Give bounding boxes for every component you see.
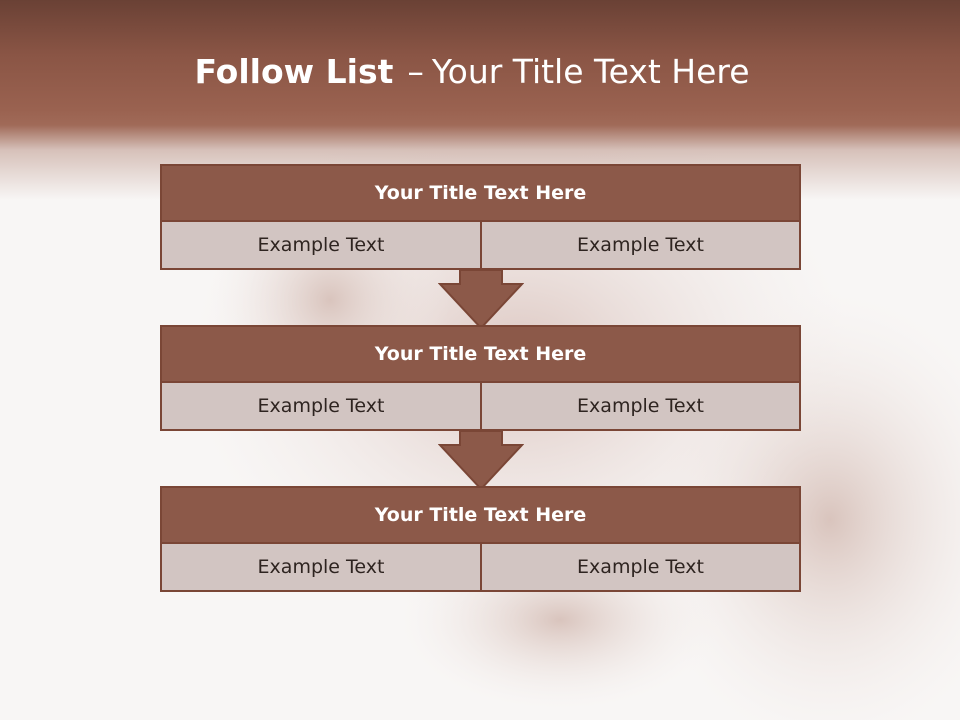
down-arrow-icon xyxy=(438,431,524,491)
box-right-text: Example Text xyxy=(482,383,799,429)
box-left-text: Example Text xyxy=(162,222,482,268)
slide-title-rest: Your Title Text Here xyxy=(431,52,750,91)
slide-title: Follow List–Your Title Text Here xyxy=(0,52,944,91)
list-box-1: Your Title Text Here Example Text Exampl… xyxy=(160,164,801,270)
box-left-text: Example Text xyxy=(162,544,482,590)
box-title: Your Title Text Here xyxy=(162,327,799,383)
box-title: Your Title Text Here xyxy=(162,166,799,222)
down-arrow-icon xyxy=(438,270,524,330)
box-title: Your Title Text Here xyxy=(162,488,799,544)
box-left-text: Example Text xyxy=(162,383,482,429)
slide-title-bold: Follow List xyxy=(194,52,394,91)
box-right-text: Example Text xyxy=(482,544,799,590)
list-box-2: Your Title Text Here Example Text Exampl… xyxy=(160,325,801,431)
box-right-text: Example Text xyxy=(482,222,799,268)
slide-title-dash: – xyxy=(407,52,424,91)
list-box-3: Your Title Text Here Example Text Exampl… xyxy=(160,486,801,592)
